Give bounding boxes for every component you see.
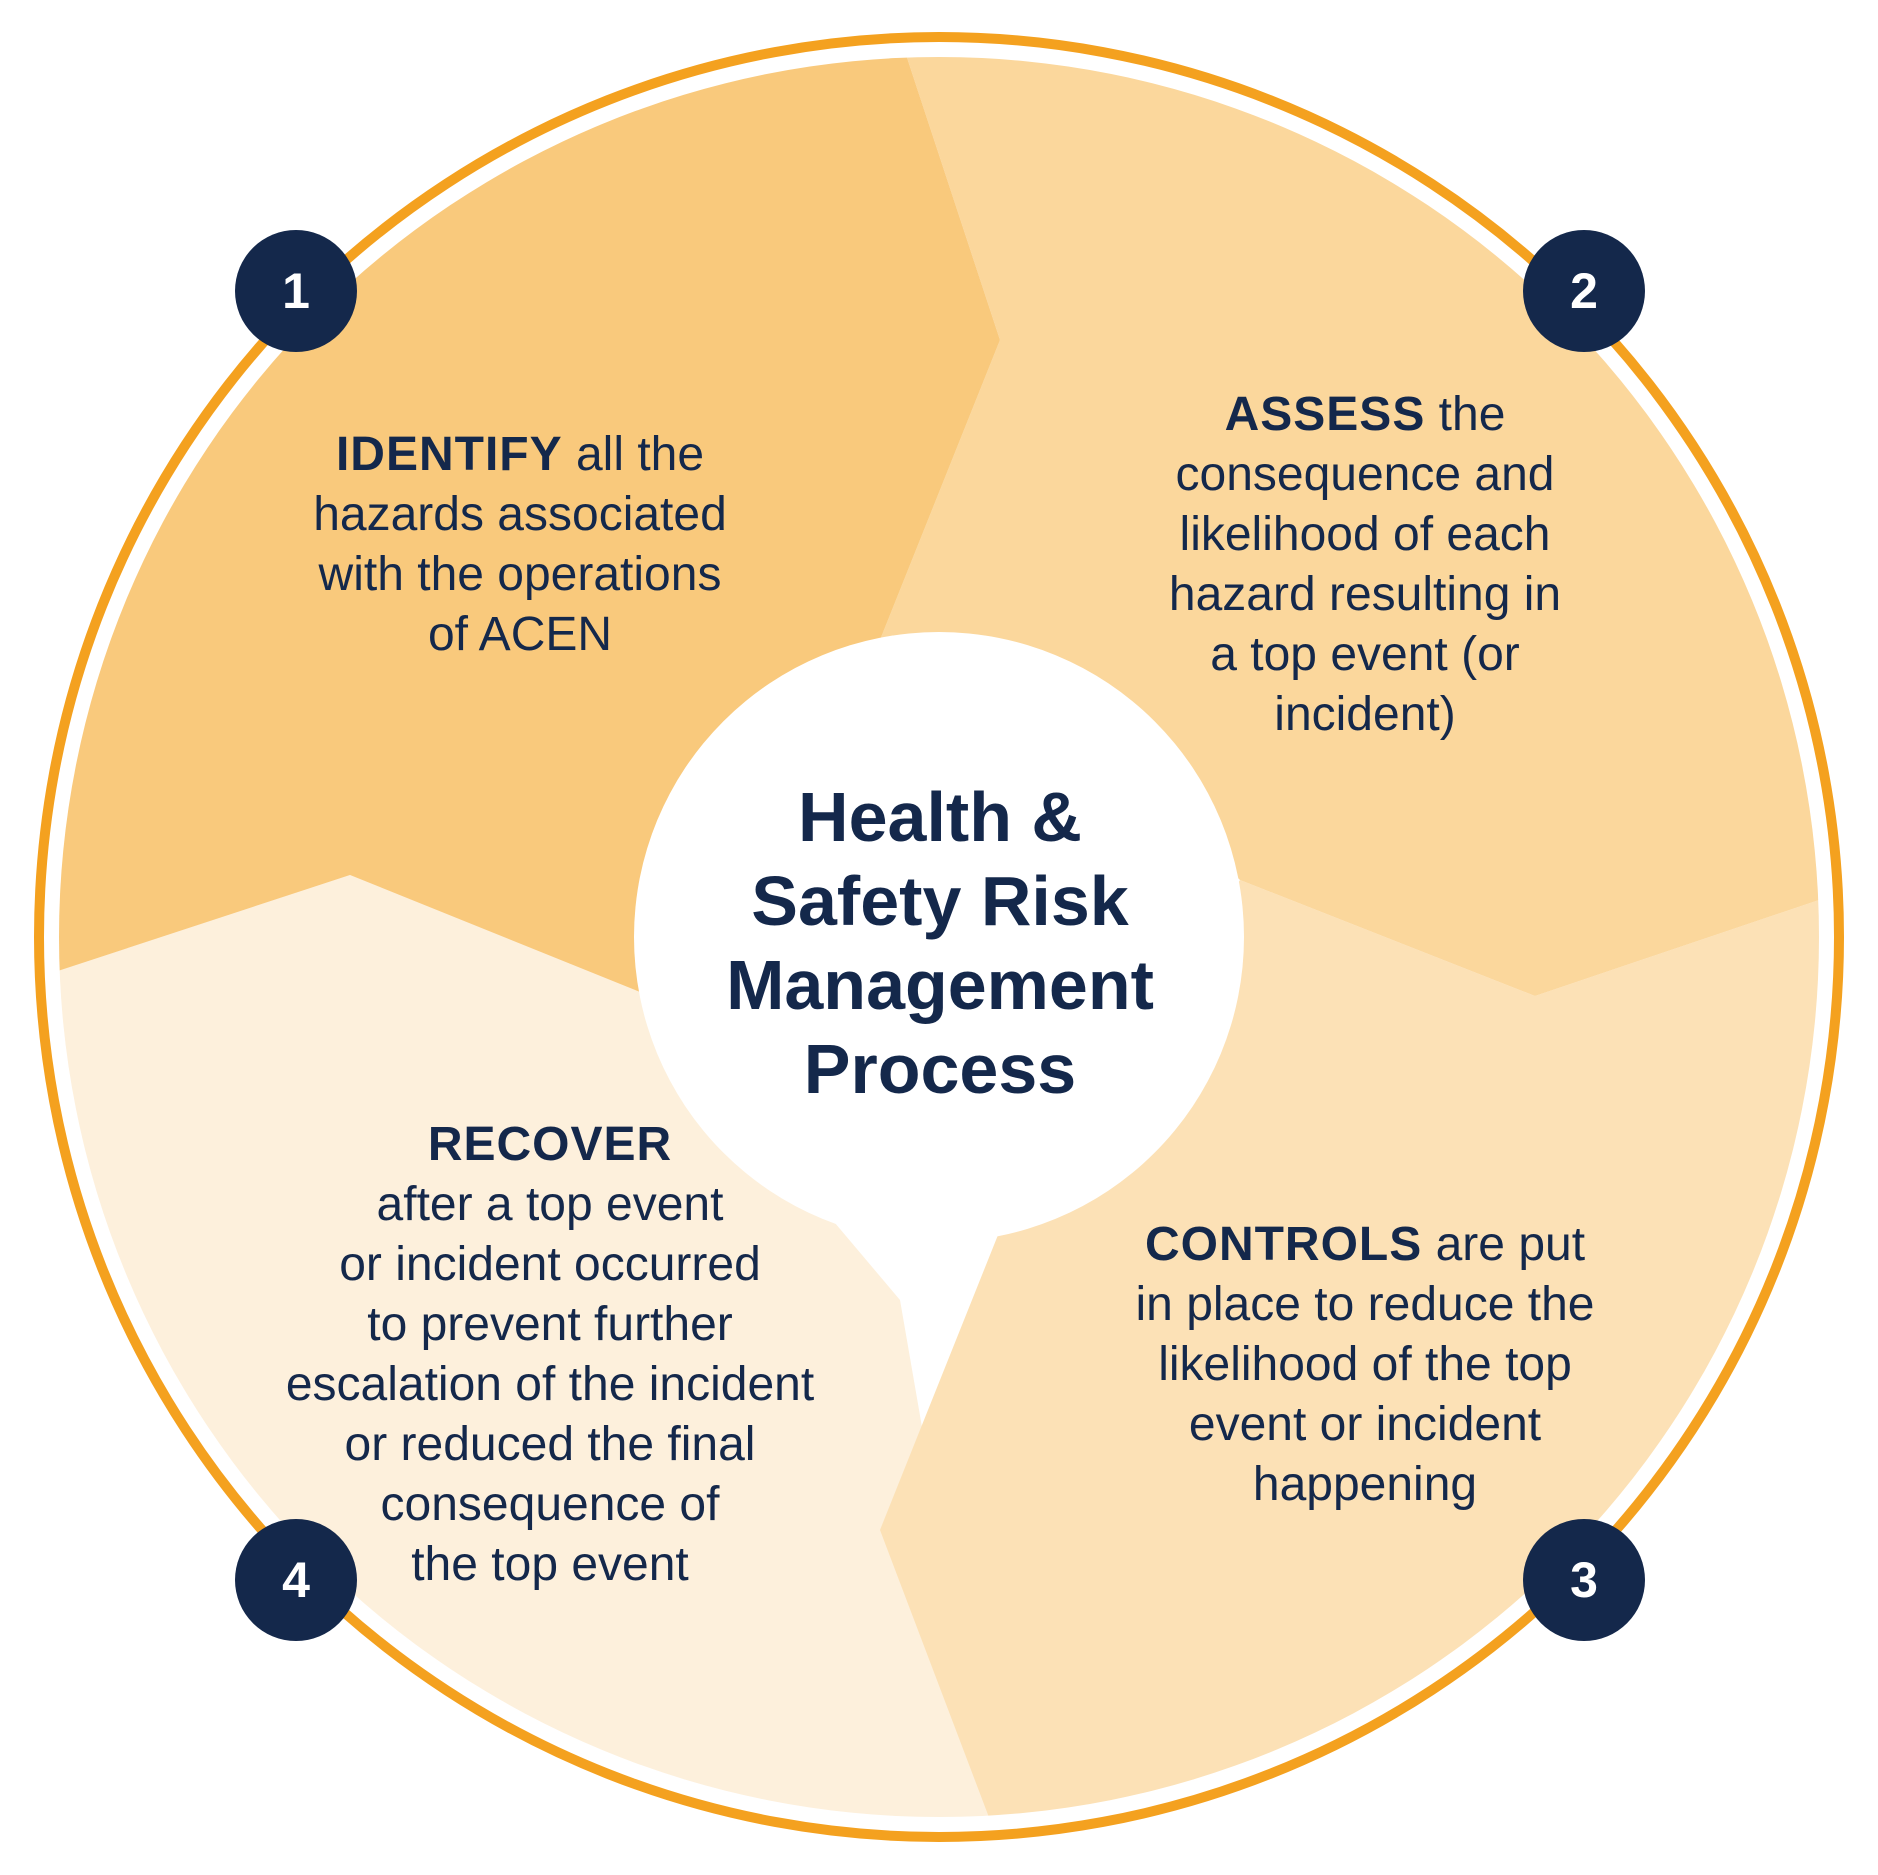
step-first-line: ASSESS the [1135,385,1595,445]
step-line: the top event [411,1538,689,1591]
step-line: consequence of [380,1478,720,1531]
step-number-badge: 4 [235,1519,357,1641]
step-recover-text: RECOVER after a top event or incident oc… [240,1115,860,1595]
step-line: to prevent further [367,1298,733,1351]
step-line: happening [1252,1458,1478,1511]
step-line: or reduced the final [344,1418,756,1471]
step-line: incident) [1274,688,1456,741]
step-line-rest: are put [1422,1218,1586,1271]
step-identify-text: IDENTIFY all the hazards associated with… [275,425,765,665]
step-keyword: ASSESS [1224,388,1426,441]
step-controls-text: CONTROLS are put in place to reduce the … [1095,1215,1635,1515]
step-line: in place to reduce the [1135,1278,1595,1331]
step-keyword: CONTROLS [1144,1218,1423,1271]
step-assess-text: ASSESS the consequence and likelihood of… [1135,385,1595,745]
step-first-line: CONTROLS are put [1095,1215,1635,1275]
step-first-line: IDENTIFY all the [275,425,765,485]
step-line: of ACEN [427,608,613,661]
step-line: after a top event [376,1178,724,1231]
step-line: or incident occurred [339,1238,761,1291]
step-number-badge: 3 [1523,1519,1645,1641]
step-line: with the operations [318,548,722,601]
step-number-badge: 1 [235,230,357,352]
step-line-rest: all the [562,428,705,481]
step-line: a top event (or [1210,628,1520,681]
step-line: likelihood of the top [1158,1338,1572,1391]
step-first-line: RECOVER [240,1115,860,1175]
step-line: likelihood of each [1179,508,1551,561]
step-line: consequence and [1175,448,1555,501]
title-line: Process [803,1030,1077,1108]
title-line: Health & [798,778,1082,856]
step-number-badge: 2 [1523,230,1645,352]
step-line: hazards associated [313,488,727,541]
step-line: escalation of the incident [285,1358,815,1411]
center-circle [634,632,1244,1242]
step-keyword: IDENTIFY [335,428,563,481]
title-line: Management [726,946,1154,1024]
step-keyword: RECOVER [427,1118,673,1171]
step-line: event or incident [1188,1398,1542,1451]
step-line-rest: the [1425,388,1506,441]
step-line: hazard resulting in [1168,568,1562,621]
title-line: Safety Risk [751,862,1129,940]
diagram-title: Health & Safety Risk Management Process [650,775,1230,1111]
